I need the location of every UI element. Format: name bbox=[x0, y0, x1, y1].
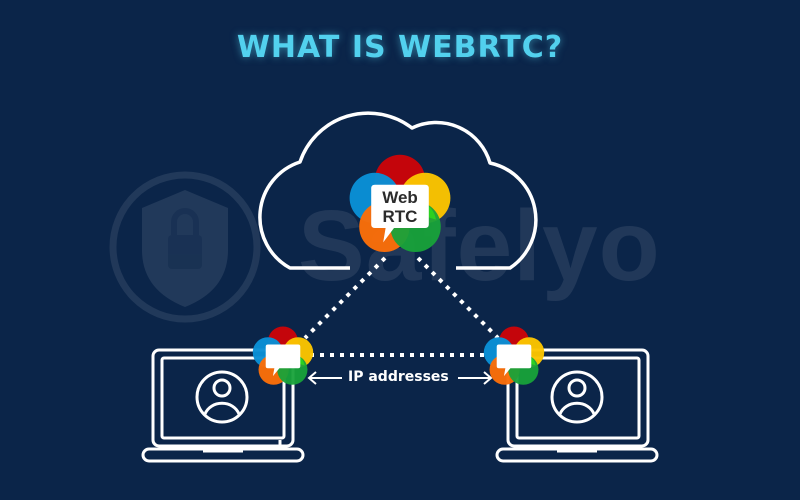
page-title: WHAT IS WEBRTC? bbox=[236, 30, 564, 65]
right-webrtc-logo-icon bbox=[483, 326, 545, 385]
webrtc-logo-line1: Web bbox=[382, 188, 418, 207]
left-webrtc-logo-icon bbox=[252, 326, 314, 385]
ip-arrows bbox=[307, 371, 493, 385]
right-laptop-icon bbox=[495, 348, 659, 463]
left-user-icon bbox=[195, 370, 249, 424]
webrtc-logo-icon bbox=[349, 154, 451, 252]
webrtc-logo-line2: RTC bbox=[383, 207, 418, 226]
ip-addresses-label: IP addresses bbox=[348, 369, 449, 385]
right-user-icon bbox=[550, 370, 604, 424]
left-laptop-icon bbox=[141, 348, 305, 463]
shield-lock-icon bbox=[109, 171, 261, 323]
cloud-icon bbox=[258, 111, 538, 270]
connection-lines bbox=[303, 256, 500, 357]
